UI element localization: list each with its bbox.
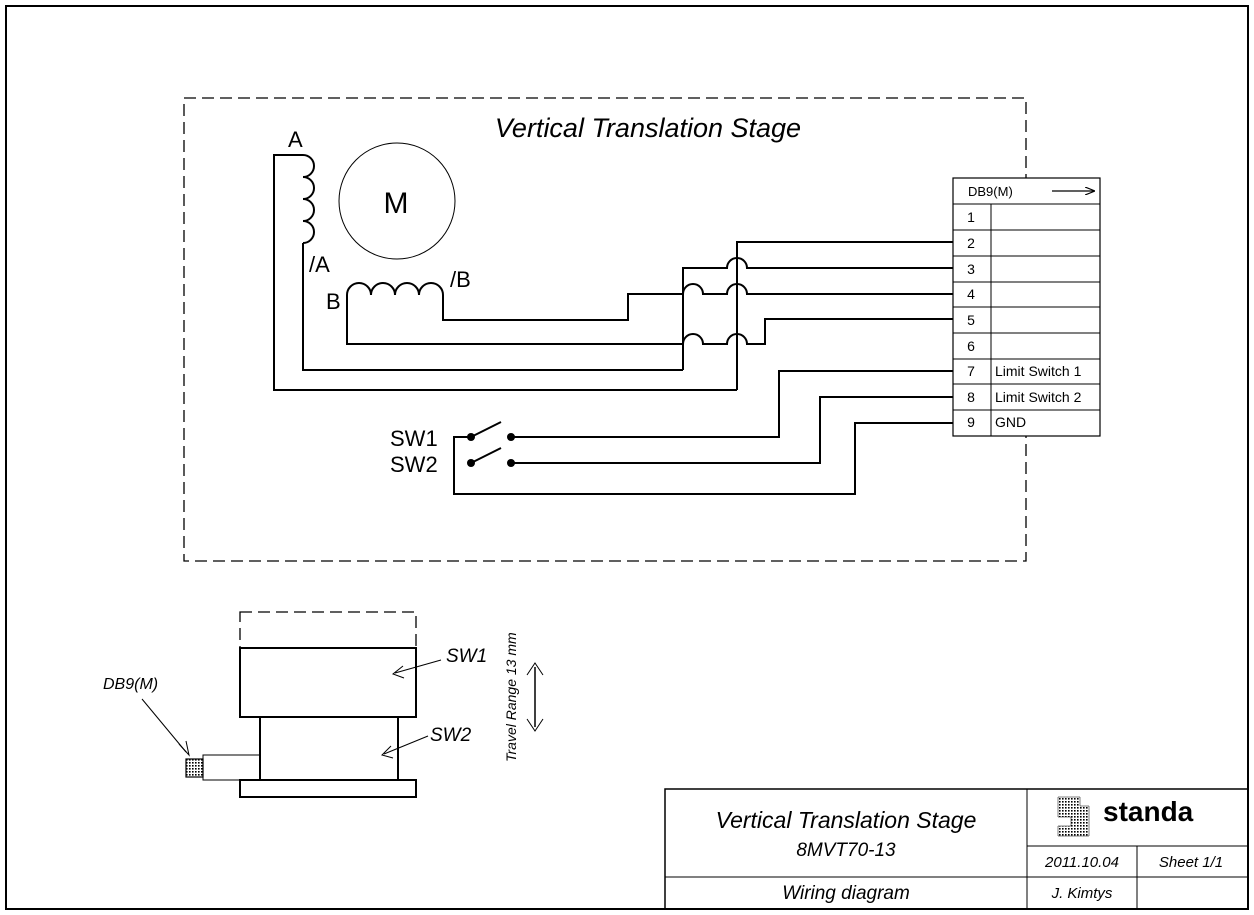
pin-label-7: Limit Switch 1 [995, 363, 1082, 379]
sheet-frame [5, 5, 1249, 910]
drawing-sw1-label: SW1 [446, 646, 487, 667]
db9-connector-table [952, 177, 1101, 437]
stage-drawing [141, 611, 544, 798]
standa-logo: standa [1057, 796, 1194, 837]
stage-boundary [183, 97, 1027, 562]
travel-range-label: Travel Range 13 mm [503, 632, 519, 762]
pin-number-9: 9 [967, 414, 975, 430]
winding-a-not-label: /A [309, 252, 330, 277]
sw1-label: SW1 [390, 426, 438, 451]
title-block-title: Vertical Translation Stage [716, 807, 977, 833]
motor-symbol [338, 142, 456, 260]
winding-b-not-label: /B [450, 267, 471, 292]
pin-number-4: 4 [967, 286, 975, 302]
title-block-model: 8MVT70-13 [796, 840, 896, 861]
limit-switches [453, 370, 953, 495]
winding-a [273, 154, 737, 391]
title-block-date: 2011.10.04 [1044, 854, 1119, 871]
pin-number-1: 1 [967, 209, 975, 225]
sw2-label: SW2 [390, 452, 438, 477]
pin-number-3: 3 [967, 261, 975, 277]
drawing-connector-label: DB9(M) [103, 676, 158, 693]
pin-number-5: 5 [967, 312, 975, 328]
motor-wiring [682, 241, 953, 390]
pin-label-8: Limit Switch 2 [995, 389, 1082, 405]
winding-b [346, 282, 683, 345]
connector-header: DB9(M) [968, 184, 1013, 199]
title-block-sheet: Sheet 1/1 [1159, 854, 1223, 871]
title-block-author: J. Kimtys [1051, 885, 1113, 902]
pin-number-2: 2 [967, 235, 975, 251]
brand-name: standa [1103, 796, 1194, 827]
pin-number-6: 6 [967, 338, 975, 354]
winding-a-label: A [288, 127, 303, 152]
pin-number-7: 7 [967, 363, 975, 379]
winding-b-label: B [326, 289, 341, 314]
title-block [664, 788, 1249, 910]
diagram-title: Vertical Translation Stage [495, 113, 801, 143]
pin-number-8: 8 [967, 389, 975, 405]
pin-label-9: GND [995, 414, 1026, 430]
drawing-sw2-label: SW2 [430, 725, 472, 746]
motor-label: M [384, 187, 409, 220]
title-block-description: Wiring diagram [782, 883, 910, 904]
